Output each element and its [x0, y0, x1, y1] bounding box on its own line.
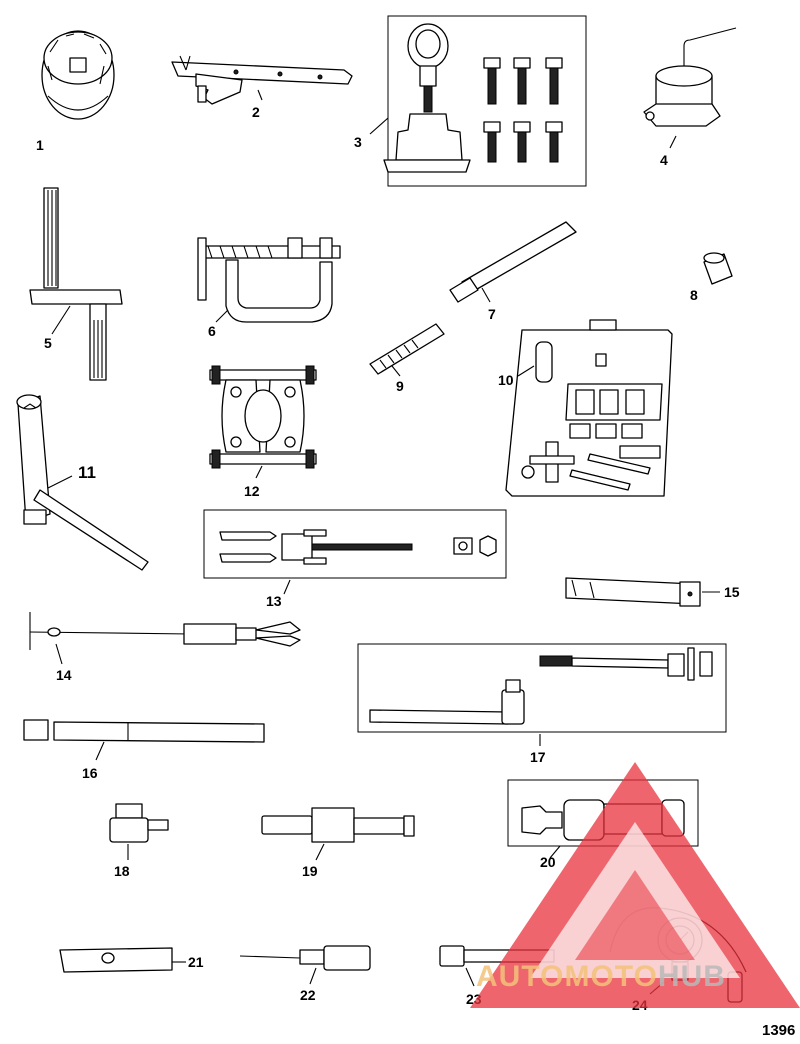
callout-10: 10 [498, 372, 514, 388]
tool-21-spacer-block [59, 947, 173, 973]
tool-5-spline-t [29, 187, 123, 381]
callout-12: 12 [244, 483, 260, 499]
callout-20: 20 [540, 854, 556, 870]
callout-11: 11 [78, 463, 96, 482]
tool-13-box [203, 509, 507, 579]
tool-17-box [357, 643, 727, 733]
callout-15: 15 [724, 584, 740, 600]
callout-18: 18 [114, 863, 130, 879]
callout-13: 13 [266, 593, 282, 609]
figure-number: 1396 [762, 1022, 796, 1039]
callout-9: 9 [396, 378, 404, 394]
watermark-text: AUTOMOTOHUB [476, 960, 726, 993]
tool-10-kit-case [505, 319, 673, 497]
callout-4: 4 [660, 152, 668, 168]
tool-9-threaded-pin [369, 323, 445, 375]
tool-2-bar [171, 55, 353, 105]
callout-16: 16 [82, 765, 98, 781]
callout-5: 5 [44, 335, 52, 351]
tool-19-shaft-mandrel [261, 807, 415, 843]
callout-17: 17 [530, 749, 546, 765]
callout-7: 7 [488, 306, 496, 322]
callout-3: 3 [354, 134, 362, 150]
tool-3-box [387, 15, 587, 187]
tool-3-lift-eye-kit [383, 23, 563, 173]
tool-16-installer-tube [23, 719, 265, 743]
tool-14-slide-hammer [29, 612, 301, 650]
tool-12-bearing-separator [209, 365, 317, 469]
callout-22: 22 [300, 987, 316, 1003]
tool-18-adapter-plug [109, 803, 169, 843]
tool-13-puller-kit [219, 529, 497, 565]
callout-6: 6 [208, 323, 216, 339]
callout-8: 8 [690, 287, 698, 303]
callout-21: 21 [188, 954, 204, 970]
callout-1: 1 [36, 137, 44, 153]
tool-8-bushing [703, 252, 733, 285]
tool-4-band [643, 27, 737, 127]
watermark-logo [470, 762, 800, 1008]
callout-2: 2 [252, 104, 260, 120]
callout-19: 19 [302, 863, 318, 879]
tool-17-puller-set [369, 647, 713, 725]
tool-22-driver-handle [239, 945, 371, 971]
tool-6-c-clamp [197, 237, 341, 323]
tool-7-driver-rod [449, 221, 577, 303]
callout-14: 14 [56, 667, 72, 683]
tool-11-spark-plug-wrench [16, 394, 149, 571]
tool-15-slotted-socket [565, 577, 701, 607]
tool-1-filter-wrench [41, 30, 115, 120]
